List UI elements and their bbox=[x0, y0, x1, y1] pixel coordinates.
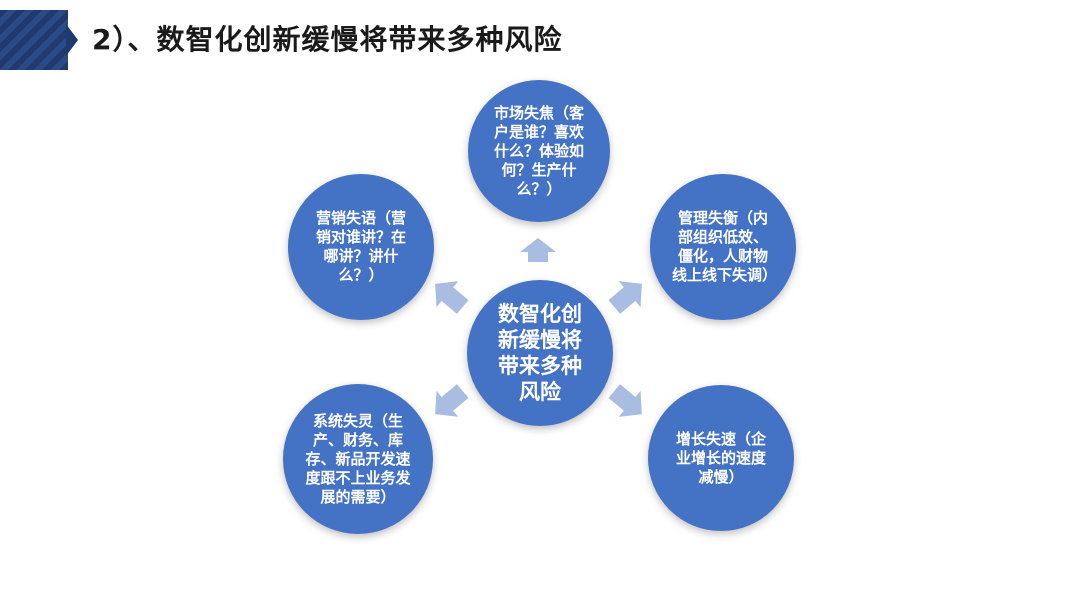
node-marketing-label: 营销失语（营销对谁讲？在哪讲？讲什么？） bbox=[315, 209, 406, 284]
arrow-to-market bbox=[520, 238, 556, 262]
node-growth: 增长失速（企业增长的速度减慢） bbox=[648, 385, 794, 531]
title-stripe bbox=[0, 10, 68, 70]
arrow-to-marketing bbox=[435, 281, 469, 314]
node-growth-label: 增长失速（企业增长的速度减慢） bbox=[675, 429, 766, 486]
node-market: 市场失焦（客户是谁？喜欢什么？体验如何？生产什么？） bbox=[468, 80, 610, 222]
node-management-label: 管理失衡（内部组织低效、僵化，人财物线上线下失调） bbox=[672, 209, 778, 284]
arrow-to-system bbox=[435, 384, 469, 417]
title-decoration bbox=[0, 10, 80, 70]
arrow-to-management bbox=[608, 281, 642, 314]
node-market-label: 市场失焦（客户是谁？喜欢什么？体验如何？生产什么？） bbox=[493, 103, 584, 198]
node-management: 管理失衡（内部组织低效、僵化，人财物线上线下失调） bbox=[650, 174, 796, 320]
node-system-label: 系统失灵（生产、财务、库存、新品开发速度跟不上业务发展的需要） bbox=[305, 411, 411, 506]
page-title: 2）、数智化创新缓慢将带来多种风险 bbox=[92, 23, 563, 56]
node-center-label: 数智化创新缓慢将带来多种风险 bbox=[498, 302, 582, 404]
node-center: 数智化创新缓慢将带来多种风险 bbox=[467, 280, 613, 426]
node-marketing: 营销失语（营销对谁讲？在哪讲？讲什么？） bbox=[288, 174, 434, 320]
arrow-to-growth bbox=[608, 384, 642, 417]
node-system: 系统失灵（生产、财务、库存、新品开发速度跟不上业务发展的需要） bbox=[283, 384, 433, 534]
title-arrow-icon bbox=[66, 24, 78, 56]
